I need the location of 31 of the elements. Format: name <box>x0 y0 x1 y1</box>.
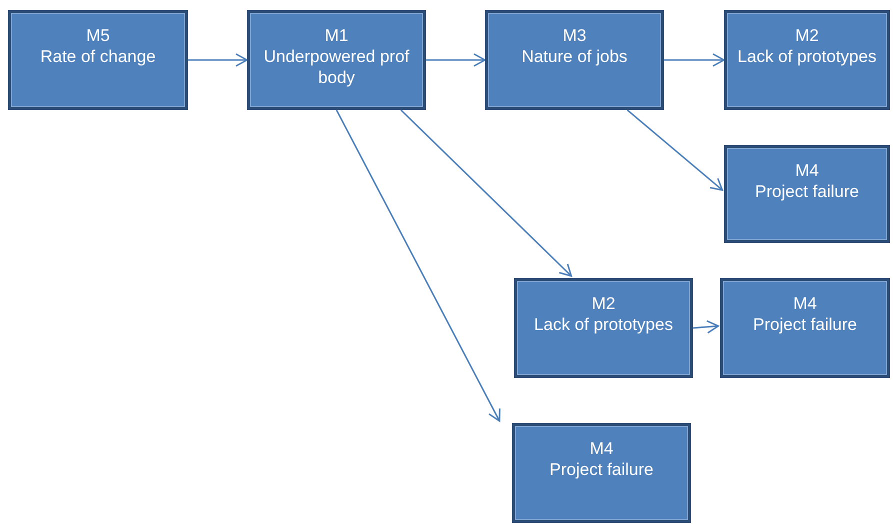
process-box <box>514 278 693 378</box>
process-box <box>720 278 890 378</box>
node-label: Lack of prototypes <box>736 46 878 67</box>
node-label: Lack of prototypes <box>533 314 674 335</box>
arrow <box>692 320 720 334</box>
process-box <box>8 10 188 110</box>
node-code: M3 <box>562 25 588 46</box>
node-label: Underpowered prof body <box>262 46 410 88</box>
process-box <box>512 423 691 523</box>
process-box <box>724 145 890 243</box>
process-box <box>724 10 890 110</box>
node-code: M2 <box>794 25 820 46</box>
arrow <box>426 53 486 67</box>
process-box <box>247 10 426 110</box>
arrow <box>188 53 248 67</box>
node-code: M2 <box>590 293 616 314</box>
node-code: M4 <box>794 160 820 181</box>
node-label: Project failure <box>754 181 860 202</box>
node-label: Project failure <box>752 314 858 335</box>
arrow <box>400 109 572 277</box>
node-code: M1 <box>324 25 350 46</box>
arrow <box>626 109 724 191</box>
node-label: Project failure <box>548 459 654 480</box>
node-label: Nature of jobs <box>520 46 628 67</box>
arrow <box>664 53 725 67</box>
process-box <box>485 10 664 110</box>
node-code: M5 <box>85 25 111 46</box>
node-label: Rate of change <box>39 46 157 67</box>
arrow <box>336 110 500 422</box>
node-code: M4 <box>588 438 614 459</box>
node-code: M4 <box>792 293 818 314</box>
